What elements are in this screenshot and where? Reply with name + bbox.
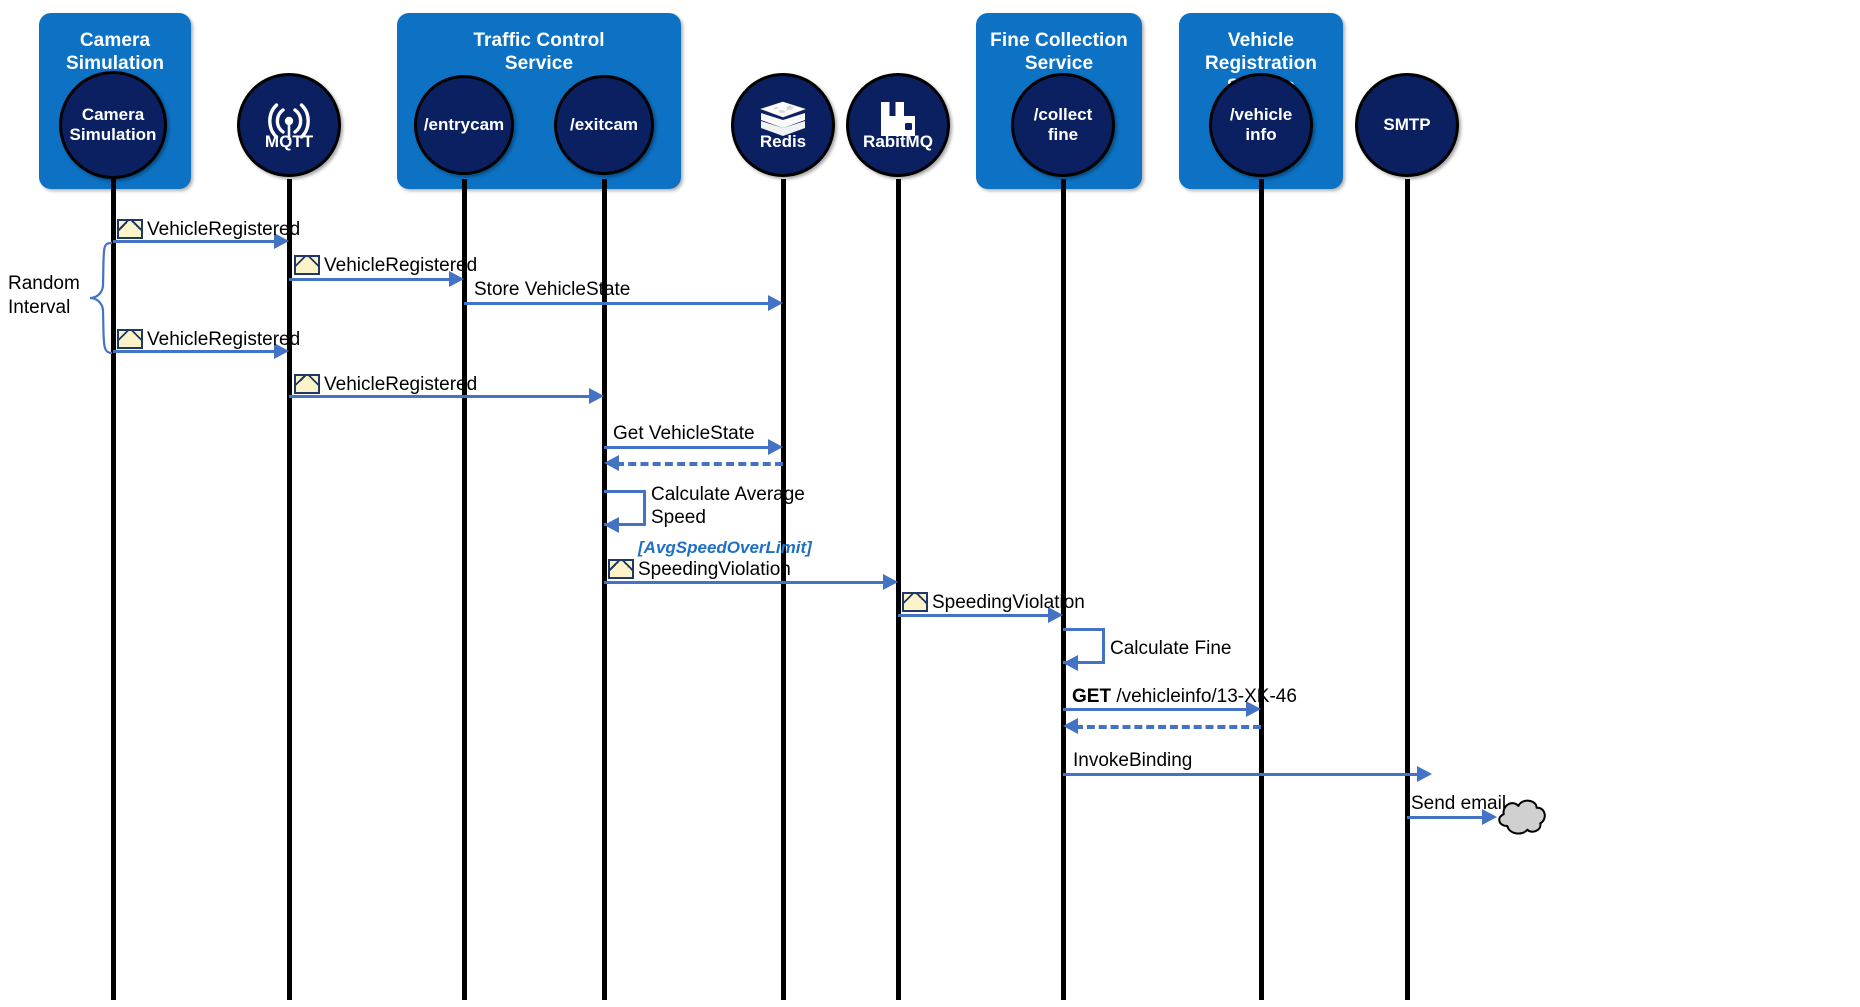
participant-label-redis: Redis xyxy=(759,132,807,151)
message-label-m5: VehicleRegistered xyxy=(324,374,478,395)
self-call-arrowhead-calculate-fine xyxy=(1063,655,1078,671)
lifeline-camera-simulation xyxy=(110,179,116,1000)
lifeline-mqtt xyxy=(286,179,292,1000)
message-arrowhead-m9 xyxy=(1048,607,1063,623)
participant-exitcam[interactable]: /exitcam xyxy=(554,75,654,175)
envelope-icon-m9 xyxy=(902,592,928,612)
participant-mqtt[interactable]: MQTT xyxy=(237,73,341,177)
guard-condition-m8: [AvgSpeedOverLimit] xyxy=(638,538,812,557)
message-arrowhead-m7 xyxy=(604,455,619,471)
message-arrow-m7 xyxy=(616,461,783,466)
email-cloud-icon xyxy=(1498,799,1546,835)
random-interval-brace-icon xyxy=(89,241,113,355)
envelope-icon-m8 xyxy=(608,559,634,579)
lifeline-vehicle-info xyxy=(1258,179,1264,1000)
message-arrowhead-m5 xyxy=(589,388,604,404)
message-arrow-m12 xyxy=(1063,772,1420,776)
message-label-m8: SpeedingViolation xyxy=(638,559,791,580)
message-arrowhead-m2 xyxy=(449,271,464,287)
message-arrow-m10 xyxy=(1063,707,1249,711)
message-arrowhead-m3 xyxy=(768,295,783,311)
lifeline-entrycam xyxy=(461,179,467,1000)
message-arrowhead-m4 xyxy=(274,343,289,359)
self-call-arrowhead-calculate-average-speed xyxy=(604,517,619,533)
message-arrowhead-m1 xyxy=(274,233,289,249)
participant-redis[interactable]: Redis xyxy=(731,73,835,177)
self-call-loop-calculate-fine xyxy=(1063,628,1105,664)
message-label-m13: Send email xyxy=(1411,793,1507,814)
message-arrow-m3 xyxy=(464,301,771,305)
message-arrow-m13 xyxy=(1407,815,1485,819)
message-label-m3: Store VehicleState xyxy=(474,279,631,300)
participant-label-entrycam: /entrycam xyxy=(423,115,505,134)
message-arrowhead-m6 xyxy=(768,439,783,455)
participant-label-rabitmq: RabitMQ xyxy=(863,132,933,151)
message-arrowhead-m8 xyxy=(883,574,898,590)
message-arrow-m4 xyxy=(113,349,277,353)
participant-entrycam[interactable]: /entrycam xyxy=(414,75,514,175)
message-arrow-m6 xyxy=(604,445,771,449)
rabbitmq-icon xyxy=(881,102,915,136)
envelope-icon-m4 xyxy=(117,329,143,349)
message-label-m2: VehicleRegistered xyxy=(324,255,478,276)
lifeline-smtp xyxy=(1404,179,1410,1000)
lifeline-redis xyxy=(780,179,786,1000)
envelope-icon-m1 xyxy=(117,219,143,239)
lifeline-rabitmq xyxy=(895,179,901,1000)
message-arrow-m8 xyxy=(604,580,886,584)
http-verb: GET xyxy=(1072,686,1112,707)
participant-label-exitcam: /exitcam xyxy=(569,115,639,134)
message-label-m12: InvokeBinding xyxy=(1073,750,1193,771)
self-call-loop-calculate-average-speed xyxy=(604,490,646,526)
message-arrow-m1 xyxy=(113,239,277,243)
message-arrow-m5 xyxy=(289,394,592,398)
message-arrowhead-m12 xyxy=(1417,766,1432,782)
message-label-m10: GET /vehicleinfo/13-XK-46 xyxy=(1072,686,1297,707)
lifeline-exitcam xyxy=(601,179,607,1000)
message-arrowhead-m10 xyxy=(1246,701,1261,717)
antenna-icon xyxy=(268,103,310,140)
message-arrowhead-m13 xyxy=(1482,809,1497,825)
redis-stack-icon xyxy=(760,101,806,136)
participant-label-smtp: SMTP xyxy=(1383,115,1431,134)
lifeline-collect-fine xyxy=(1060,179,1066,1000)
envelope-icon-m5 xyxy=(294,374,320,394)
message-label-m9: SpeedingViolation xyxy=(932,592,1085,613)
message-arrow-m11 xyxy=(1075,724,1261,729)
participant-rabitmq[interactable]: RabitMQ xyxy=(846,73,950,177)
message-label-m1: VehicleRegistered xyxy=(147,219,301,240)
message-arrow-m2 xyxy=(289,277,452,281)
message-arrowhead-m11 xyxy=(1063,718,1078,734)
message-label-m4: VehicleRegistered xyxy=(147,329,301,350)
envelope-icon-m2 xyxy=(294,255,320,275)
self-call-label-calculate-fine: Calculate Fine xyxy=(1110,638,1232,659)
participant-smtp[interactable]: SMTP xyxy=(1355,73,1459,177)
message-arrow-m9 xyxy=(898,613,1051,617)
message-label-m6: Get VehicleState xyxy=(613,423,755,444)
